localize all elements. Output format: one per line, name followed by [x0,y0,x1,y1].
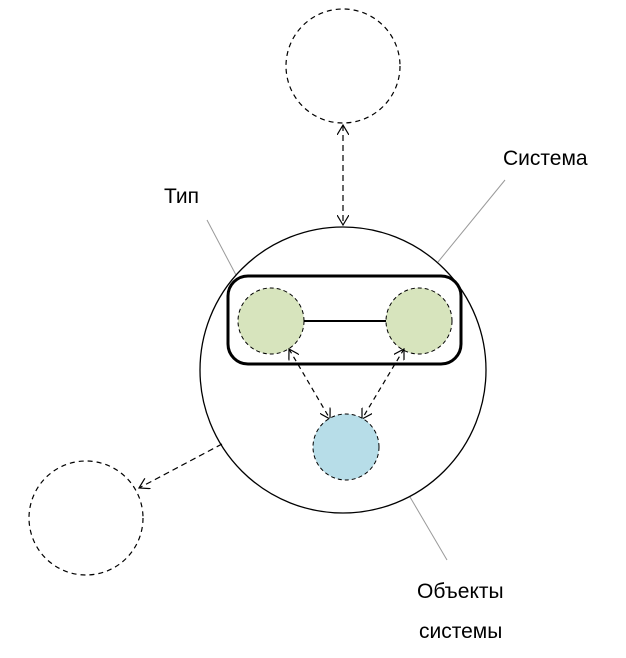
type-leader-line [206,219,237,276]
system-leader-line [437,179,506,263]
system-object [312,413,380,481]
system-objects-label-line-2: системы [419,620,502,643]
system-circle [199,226,487,514]
right-object-relation-arrow [362,349,404,419]
external-system-top [285,8,401,124]
system-objects-label-line-1: Объекты [417,580,504,603]
system-label: Система [503,147,588,170]
type-member-left [237,287,305,355]
external-system-bottom-left [28,460,144,576]
type-container [226,274,463,366]
bottom-left-arrow [139,443,223,488]
type-member-right [385,287,453,355]
left-object-relation-arrow [289,349,330,419]
objects-leader-line [409,496,448,561]
type-label: Тип [164,185,199,208]
